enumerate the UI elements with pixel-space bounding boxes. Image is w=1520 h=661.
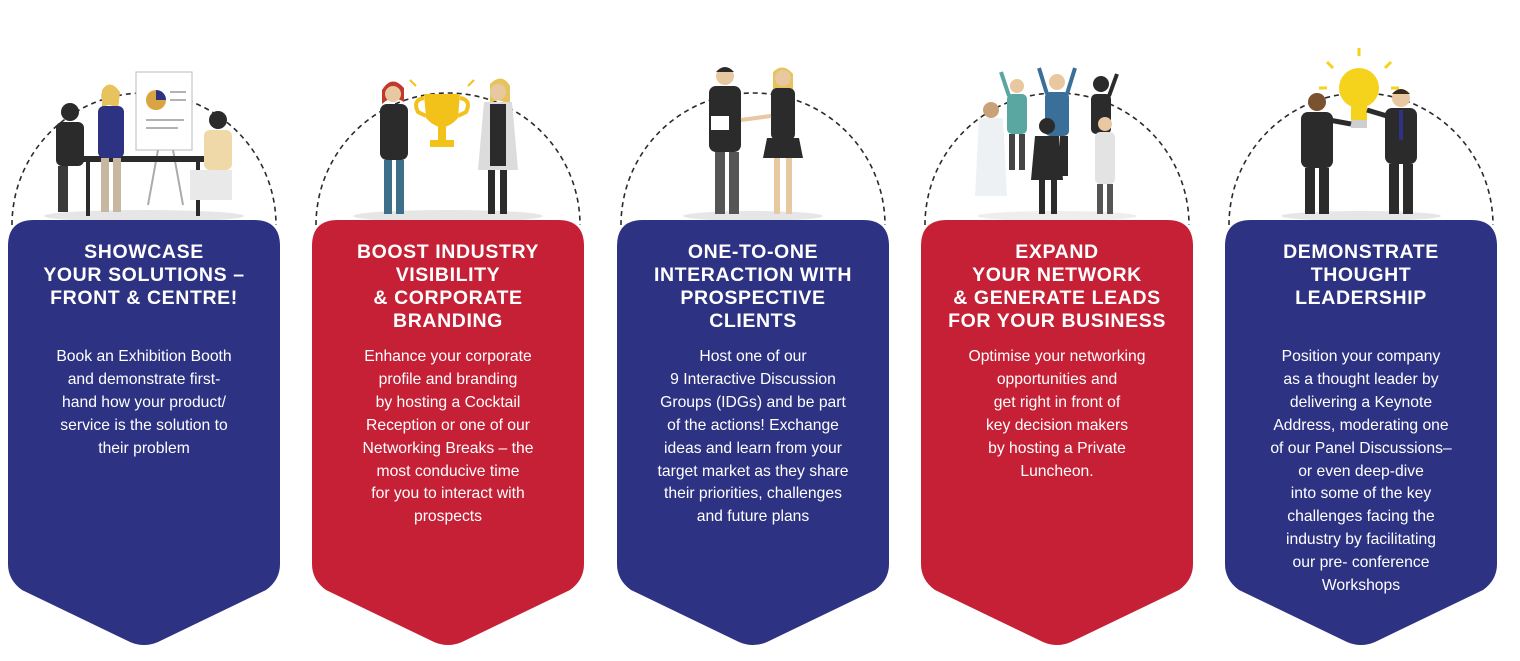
card-text-line: by hosting a Cocktail [375, 393, 521, 411]
card-text-line: or even deep-dive [1298, 462, 1424, 480]
team-meeting-illustration [8, 20, 280, 225]
card-text-line: and demonstrate first- [67, 370, 221, 388]
card-text-line: hand how your product/ [62, 393, 226, 411]
card-title-line: & CORPORATE [373, 287, 523, 309]
card-text-line: Address, moderating one [1273, 416, 1449, 434]
card-text-line: Groups (IDGs) and be part [660, 393, 846, 411]
card-title-line: BRANDING [393, 310, 503, 332]
card-title-line: BOOST INDUSTRY [356, 241, 540, 263]
card-text-line: and future plans [696, 508, 810, 526]
card-text-line: Position your company [1281, 348, 1441, 365]
feature-card-body: EXPAND YOUR NETWORK & GENERATE LEADS FOR… [921, 220, 1193, 646]
card-title-line: PROSPECTIVE [680, 287, 826, 309]
card-text-line: most conducive time [376, 462, 520, 480]
card-text-line: Luncheon. [1020, 462, 1094, 480]
card-title-line: ONE-TO-ONE [687, 241, 819, 263]
card-description: Position your company as a thought leade… [1237, 346, 1485, 598]
card-text-line: profile and branding [378, 370, 518, 388]
card-title-line: FOR YOUR BUSINESS [948, 310, 1166, 332]
card-text-line: service is the solution to [60, 416, 228, 434]
feature-card-body: ONE-TO-ONE INTERACTION WITH PROSPECTIVE … [617, 220, 889, 646]
card-text-line: target market as they share [657, 462, 849, 480]
feature-card-body: BOOST INDUSTRY VISIBILITY & CORPORATE BR… [312, 220, 584, 646]
card-title: SHOWCASE YOUR SOLUTIONS – FRONT & CENTRE… [18, 241, 270, 310]
card-title-line: THOUGHT [1310, 264, 1412, 286]
lightbulb-idea-illustration [1225, 20, 1497, 225]
card-title-line: EXPAND [1015, 241, 1099, 263]
card-description: Host one of our 9 Interactive Discussion… [629, 346, 877, 529]
card-text-line: ideas and learn from your [664, 439, 842, 457]
card-title-line: VISIBILITY [395, 264, 501, 286]
feature-card-interaction: ONE-TO-ONE INTERACTION WITH PROSPECTIVE … [617, 0, 889, 661]
card-description: Optimise your networking opportunities a… [933, 346, 1181, 483]
card-title-line: SHOWCASE [84, 241, 204, 263]
card-title-line: CLIENTS [709, 310, 797, 332]
card-text-line: delivering a Keynote [1289, 393, 1433, 411]
card-text-line: Networking Breaks – the [362, 439, 534, 457]
card-text-line: key decision makers [985, 416, 1129, 434]
card-title-line: YOUR NETWORK [972, 264, 1142, 286]
networking-group-illustration [921, 20, 1193, 225]
card-title: DEMONSTRATE THOUGHT LEADERSHIP [1235, 241, 1487, 310]
card-title-line: DEMONSTRATE [1283, 241, 1439, 263]
card-text-line: into some of the key [1290, 485, 1432, 503]
card-text-line: of our Panel Discussions– [1270, 439, 1452, 457]
feature-card-showcase: SHOWCASE YOUR SOLUTIONS – FRONT & CENTRE… [8, 0, 280, 661]
card-title: BOOST INDUSTRY VISIBILITY & CORPORATE BR… [322, 241, 574, 333]
card-text-line: industry by facilitating [1286, 531, 1436, 549]
card-text-line: of the actions! Exchange [667, 416, 839, 434]
card-title-line: & GENERATE LEADS [953, 287, 1161, 309]
feature-card-leadership: DEMONSTRATE THOUGHT LEADERSHIP Position … [1225, 0, 1497, 661]
card-text-line: their problem [98, 439, 190, 457]
card-title-line: INTERACTION WITH [653, 264, 853, 286]
card-text-line: Reception or one of our [366, 416, 530, 434]
handshake-meeting-illustration [617, 20, 889, 225]
card-text-line: our pre- conference [1292, 554, 1430, 572]
card-title-line: YOUR SOLUTIONS – [43, 264, 245, 286]
card-text-line: Optimise your networking [968, 348, 1146, 365]
feature-card-body: SHOWCASE YOUR SOLUTIONS – FRONT & CENTRE… [8, 220, 280, 646]
card-text-line: Workshops [1321, 577, 1401, 595]
card-text-line: by hosting a Private [988, 439, 1126, 457]
feature-card-body: DEMONSTRATE THOUGHT LEADERSHIP Position … [1225, 220, 1497, 646]
card-text-line: prospects [413, 508, 482, 526]
card-text-line: their priorities, challenges [664, 485, 842, 503]
trophy-award-illustration [312, 20, 584, 225]
card-description: Book an Exhibition Booth and demonstrate… [20, 346, 268, 461]
feature-card-branding: BOOST INDUSTRY VISIBILITY & CORPORATE BR… [312, 0, 584, 661]
card-title: EXPAND YOUR NETWORK & GENERATE LEADS FOR… [931, 241, 1183, 333]
card-text-line: for you to interact with [371, 485, 525, 503]
card-title-line: FRONT & CENTRE! [50, 287, 238, 309]
card-title-line: LEADERSHIP [1295, 287, 1427, 309]
card-text-line: Book an Exhibition Booth [56, 348, 232, 365]
card-text-line: get right in front of [993, 393, 1121, 411]
card-text-line: opportunities and [996, 370, 1118, 388]
card-text-line: Enhance your corporate [364, 348, 532, 365]
card-text-line: 9 Interactive Discussion [670, 370, 836, 388]
card-text-line: challenges facing the [1287, 508, 1435, 526]
card-title: ONE-TO-ONE INTERACTION WITH PROSPECTIVE … [627, 241, 879, 333]
feature-card-network: EXPAND YOUR NETWORK & GENERATE LEADS FOR… [921, 0, 1193, 661]
card-text-line: Host one of our [699, 348, 807, 365]
card-description: Enhance your corporate profile and brand… [324, 346, 572, 529]
card-text-line: as a thought leader by [1283, 370, 1439, 388]
